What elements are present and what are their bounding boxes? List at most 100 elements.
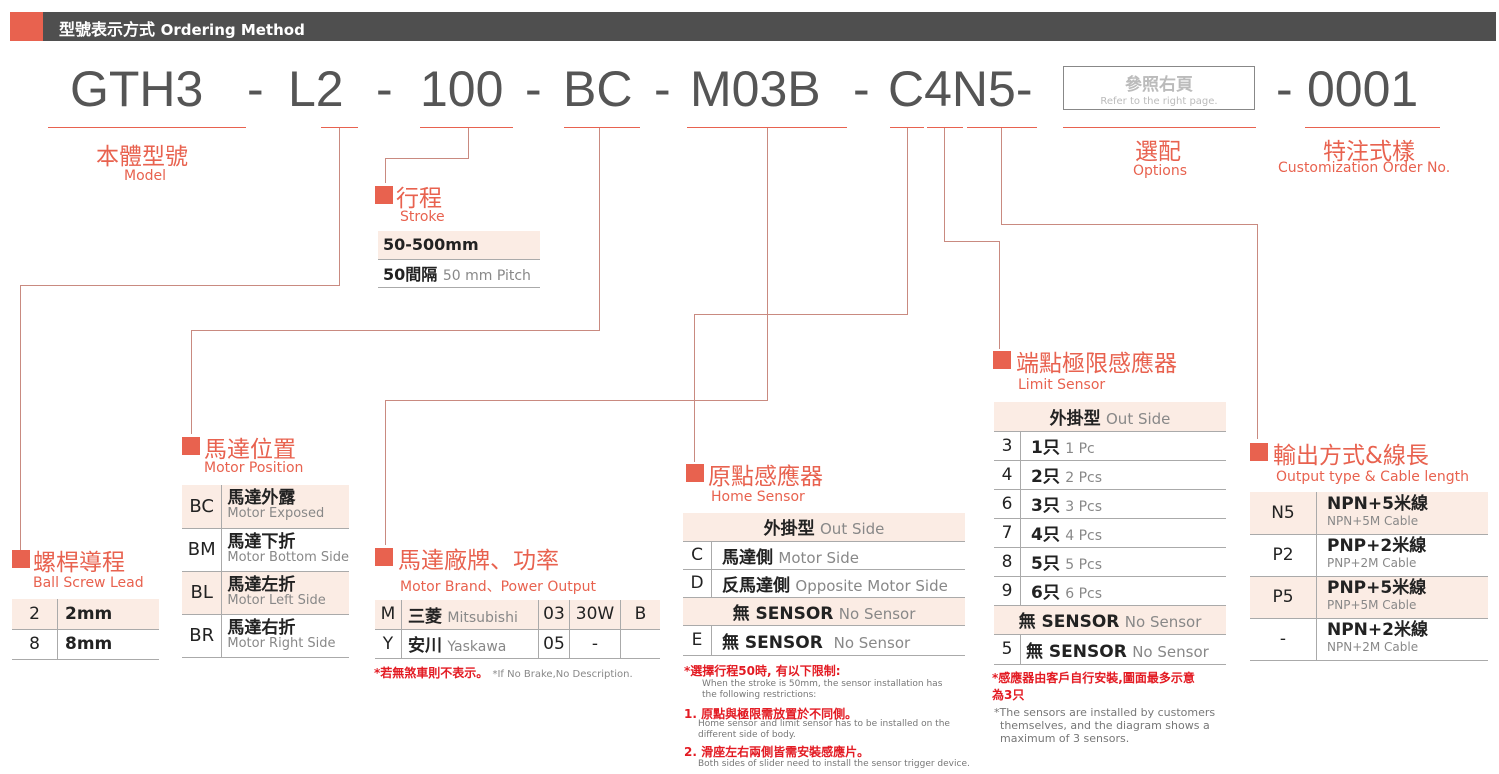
limit-code: 5: [994, 634, 1021, 665]
options-box: 參照右頁 Refer to the right page.: [1063, 66, 1255, 110]
connector: [20, 285, 340, 286]
home-zh: 馬達側: [722, 547, 773, 568]
lead-code: 2: [12, 599, 58, 630]
limit-none-en: No Sensor: [1124, 613, 1202, 631]
home-note: *選擇行程50時, 有以下限制:: [684, 664, 841, 678]
limit-en: 2 Pcs: [1065, 470, 1103, 486]
output-en: PNP+5M Cable: [1327, 598, 1417, 612]
pos-zh: 馬達外露: [227, 488, 296, 509]
pos-zh: 馬達下折: [227, 531, 296, 552]
output-en: PNP+2M Cable: [1327, 556, 1417, 570]
motor-pos-title: 馬達位置: [204, 437, 296, 463]
connector: [999, 241, 1000, 349]
code-sensor: C4N5-: [888, 61, 1033, 117]
output-code: N5: [1250, 492, 1317, 535]
underline: [321, 127, 358, 128]
home-en: Opposite Motor Side: [795, 576, 948, 595]
home-zh: 無 SENSOR: [722, 632, 823, 653]
home-note-en: Home sensor and limit sensor has to be i…: [698, 719, 950, 740]
stroke-table: 50-500mm 50間隔 50 mm Pitch: [378, 231, 540, 288]
home-none-en: No Sensor: [838, 604, 916, 623]
limit-code: 3: [994, 431, 1021, 461]
section-marker: [375, 548, 393, 566]
code-brand: M03B: [690, 61, 821, 117]
code-dash: -: [376, 61, 393, 117]
connector: [907, 128, 908, 315]
section-marker: [375, 186, 393, 204]
limit-en: 3 Pcs: [1065, 499, 1103, 515]
code-dash: -: [1276, 61, 1293, 117]
pos-en: Motor Exposed: [227, 506, 325, 522]
limit-zh: 4只: [1031, 525, 1060, 545]
output-zh: PNP+2米線: [1327, 536, 1427, 556]
connector: [468, 128, 469, 159]
limit-en: No Sensor: [1132, 642, 1209, 661]
home-code: C: [683, 541, 712, 570]
output-zh: NPN+2米線: [1327, 620, 1428, 640]
connector: [944, 128, 945, 242]
stroke-title: 行程: [396, 186, 442, 212]
limit-en: 4 Pcs: [1065, 528, 1103, 544]
code-dash: -: [853, 61, 870, 117]
output-en: NPN+5M Cable: [1327, 513, 1419, 528]
limit-zh: 2只: [1031, 467, 1060, 487]
home-head: 外掛型: [763, 519, 815, 540]
brand-zh: 安川: [408, 636, 442, 656]
model-label-en: Model: [124, 168, 167, 184]
brand-title-en: Motor Brand、Power Output: [400, 579, 597, 595]
limit-zh: 無 SENSOR: [1026, 641, 1127, 662]
limit-en: 1 Pc: [1065, 441, 1095, 457]
options-label-en: Options: [1133, 163, 1188, 179]
custom-label-en: Customization Order No.: [1278, 160, 1451, 176]
code-dash: -: [525, 61, 542, 117]
home-title-en: Home Sensor: [711, 489, 805, 505]
output-code: P5: [1250, 576, 1317, 619]
home-note: 2. 滑座左右兩側皆需安裝感應片。: [684, 745, 870, 759]
output-code: -: [1250, 618, 1317, 661]
output-en: NPN+2M Cable: [1327, 640, 1419, 654]
limit-title-en: Limit Sensor: [1018, 377, 1106, 393]
underline: [890, 127, 924, 128]
connector: [385, 400, 386, 545]
stroke-pitch-en: 50 mm Pitch: [442, 268, 531, 284]
pos-code: BC: [182, 485, 223, 529]
connector: [599, 128, 600, 331]
limit-zh: 3只: [1031, 496, 1060, 516]
connector: [20, 285, 21, 555]
brand-en: Yaskawa: [447, 639, 507, 655]
lead-value: 2mm: [57, 599, 159, 630]
model-label: 本體型號: [96, 144, 188, 170]
power-code: 05: [538, 629, 570, 659]
section-marker: [1250, 443, 1268, 461]
brand-code: M: [375, 600, 402, 630]
custom-label: 特注式樣: [1323, 139, 1415, 165]
section-marker: [686, 464, 704, 482]
pos-code: BR: [182, 614, 223, 658]
connector: [385, 400, 768, 401]
connector: [944, 241, 1000, 242]
pos-code: BM: [182, 528, 223, 572]
code-motor-pos: BC: [563, 61, 633, 117]
limit-code: 9: [994, 576, 1021, 606]
brand-zh: 三菱: [408, 606, 442, 627]
output-title: 輸出方式&線長: [1273, 443, 1429, 469]
lead-value: 8mm: [57, 629, 159, 660]
connector: [1001, 224, 1258, 225]
code-stroke: 100: [420, 61, 504, 117]
connector: [191, 330, 192, 434]
brand-code: Y: [375, 629, 402, 659]
limit-zh: 6只: [1031, 583, 1060, 603]
home-note-en: Both sides of slider need to install the…: [698, 759, 970, 769]
brand-en: Mitsubishi: [447, 609, 518, 626]
section-marker: [182, 437, 200, 455]
code-lead: L2: [288, 61, 344, 117]
home-title: 原點感應器: [708, 464, 823, 490]
power-value: 30W: [569, 600, 621, 630]
brake-code: B: [620, 600, 660, 630]
